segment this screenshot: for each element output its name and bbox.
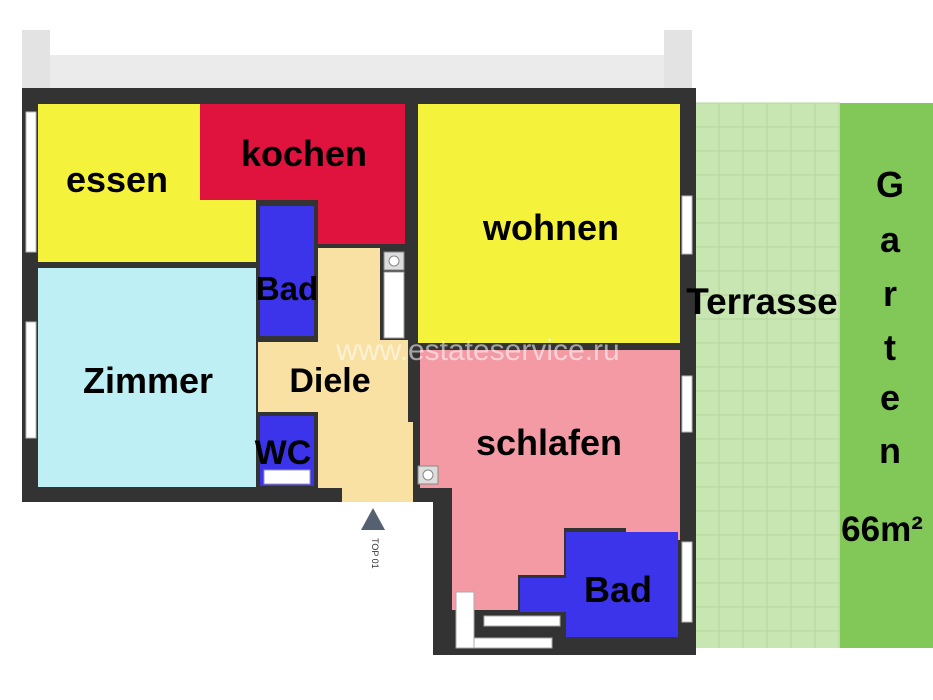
top-right-pillar [664, 30, 692, 88]
garten-letter: a [880, 219, 901, 260]
room-kochen-lower [318, 198, 405, 244]
bottom-step-2 [473, 637, 553, 649]
label-zimmer: Zimmer [83, 360, 213, 401]
diele-cabinet [383, 271, 405, 339]
label-wohnen: wohnen [482, 207, 619, 248]
entrance-label: TOP 01 [370, 538, 380, 569]
garten-letter: e [880, 377, 900, 418]
label-essen: essen [66, 159, 168, 200]
chimney-top-vent [388, 255, 400, 267]
wc-fixture [263, 469, 311, 485]
label-bad-top: Bad [256, 270, 318, 307]
terrasse-tile-grid [694, 102, 840, 648]
label-schlafen: schlafen [476, 422, 622, 463]
window-wohnen [681, 195, 693, 255]
label-terrasse: Terrasse [686, 281, 838, 322]
room-kochen [200, 104, 405, 200]
garten-letter: r [883, 273, 897, 314]
room-bad-bottom [520, 532, 678, 637]
label-diele: Diele [289, 362, 370, 400]
room-zimmer [38, 268, 256, 487]
bottom-step-1 [483, 615, 561, 627]
room-schlafen [420, 350, 680, 610]
label-bad-bottom: Bad [584, 569, 652, 610]
garten-letter: t [884, 327, 896, 368]
window-zimmer [25, 321, 37, 439]
bottom-storage [455, 591, 475, 649]
window-schlafen [681, 375, 693, 433]
chimney-bottom-vent [422, 469, 434, 481]
watermark: www.estateservice.ru [335, 334, 619, 367]
room-bad-top [260, 206, 314, 336]
label-kochen: kochen [241, 133, 367, 174]
garten-letter: G [876, 164, 904, 205]
garten-area [840, 103, 933, 648]
window-essen [25, 111, 37, 253]
garten-letter: n [879, 430, 901, 471]
entrance-arrow-icon [361, 508, 385, 530]
room-wohnen [418, 104, 680, 343]
top-left-pillar [22, 30, 50, 88]
room-diele [258, 248, 413, 502]
window-bad-bottom [681, 541, 693, 623]
label-wc: WC [255, 434, 312, 472]
top-outdoor-strip [22, 55, 692, 88]
garten-area-label: 66m² [841, 510, 923, 549]
